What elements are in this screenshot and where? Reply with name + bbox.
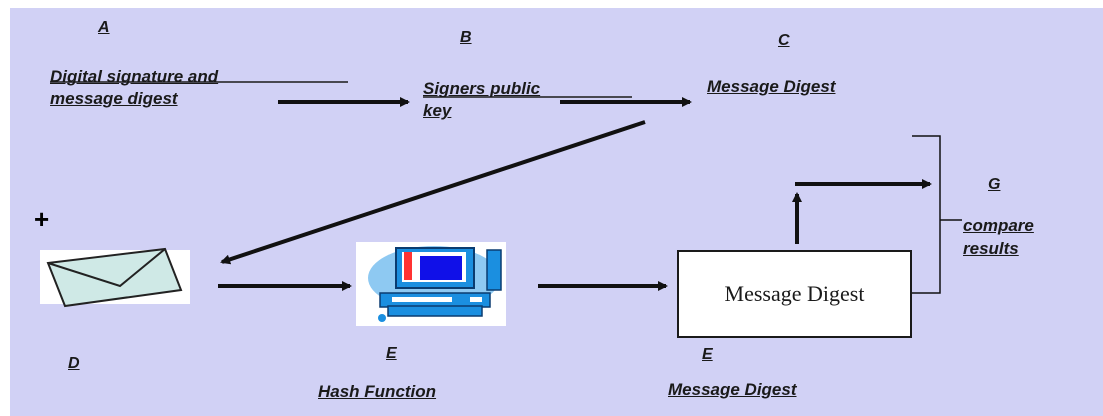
digital-signature-line1: Digital signature and [50, 67, 219, 86]
message-digest-top-caption: Message Digest [707, 77, 836, 96]
diagram-canvas [10, 8, 1103, 416]
signers-key-caption: Signers public key [423, 78, 540, 122]
label-d: D [68, 355, 80, 372]
digital-signature-line2: message digest [50, 89, 178, 109]
arrow-digest-to-envelope [220, 120, 646, 265]
label-e-hash: E [386, 345, 397, 362]
signers-key-line2: key [423, 101, 452, 121]
label-c: C [778, 32, 790, 49]
compare-bracket [912, 135, 941, 294]
label-g: G [988, 176, 1001, 193]
compare-line1: compare [963, 216, 1034, 235]
signers-key-line1: Signers public [423, 79, 541, 98]
message-digest-bottom-caption: Message Digest [668, 380, 797, 399]
message-digest-box: Message Digest [677, 250, 912, 338]
label-a: A [98, 19, 110, 36]
label-e-digest: E [702, 346, 713, 363]
plus-sign: + [34, 204, 49, 234]
compare-results-caption: compare results [963, 215, 1034, 261]
label-b: B [460, 29, 472, 46]
envelope-icon [40, 247, 190, 308]
message-digest-box-label: Message Digest [724, 281, 865, 306]
digital-signature-caption: Digital signature and message digest [50, 66, 218, 110]
computer-icon [356, 242, 506, 326]
hash-function-caption: Hash Function [318, 382, 437, 401]
compare-line2: results [963, 238, 1019, 258]
